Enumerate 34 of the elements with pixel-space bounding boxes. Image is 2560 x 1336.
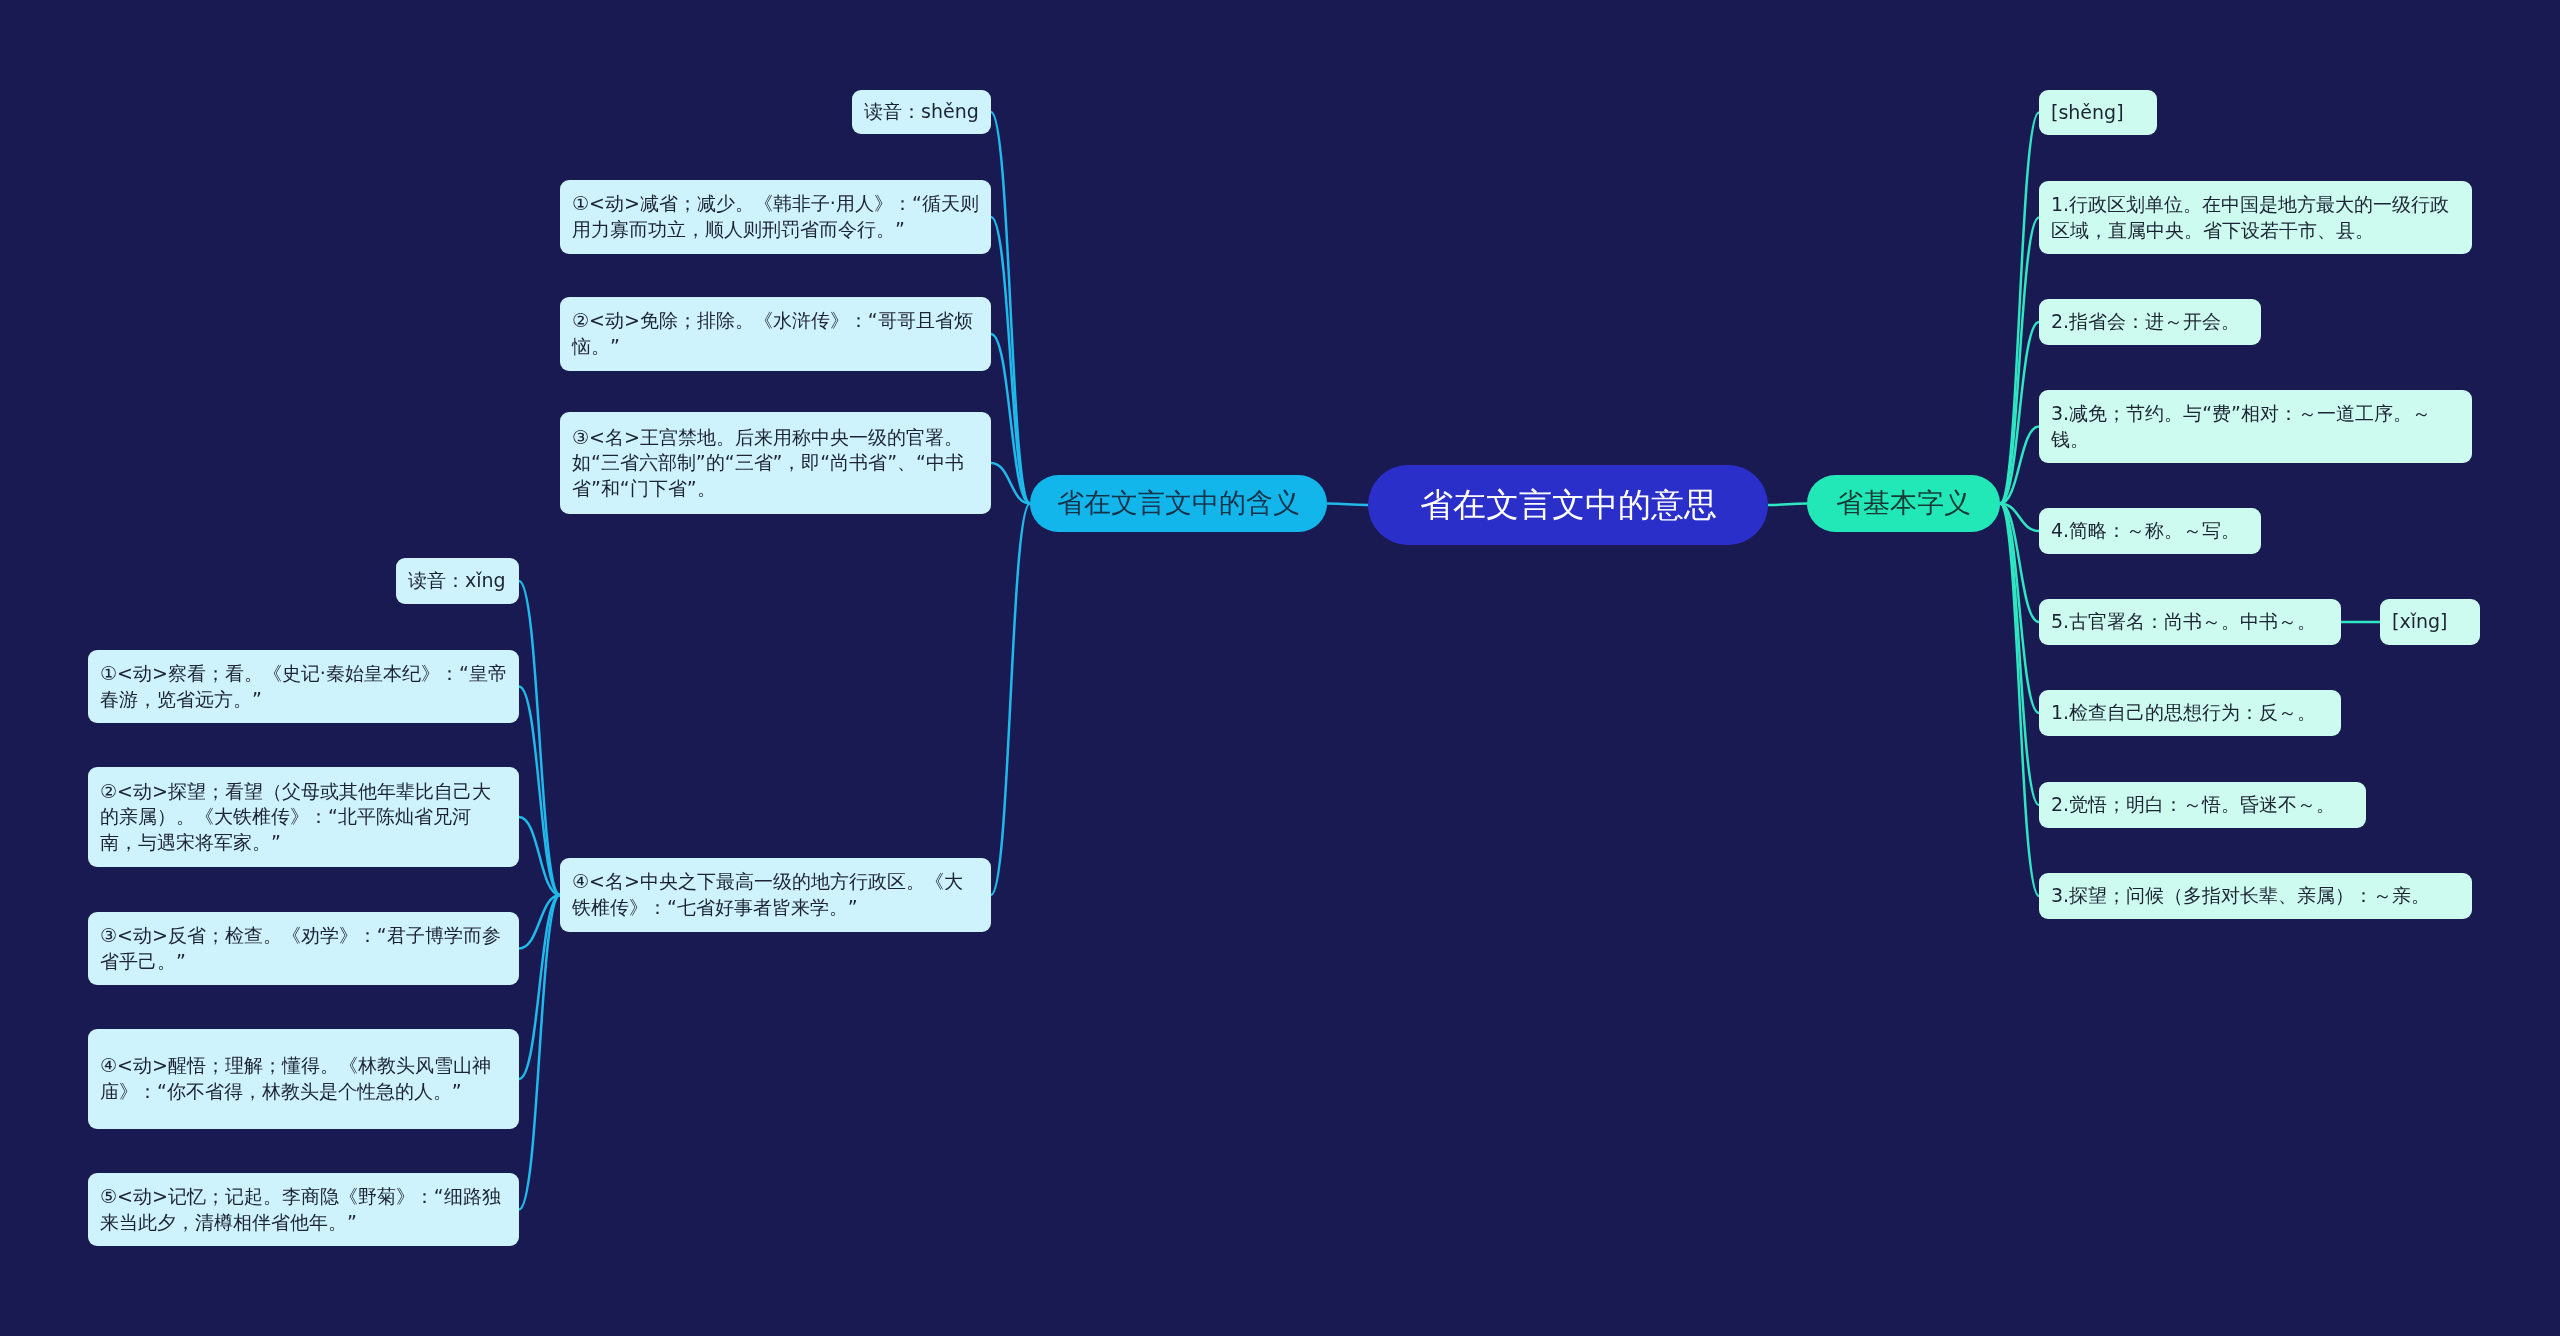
subtopic-box: ②<动>免除；排除。《水浒传》：“哥哥且省烦恼。” — [560, 297, 991, 371]
subtopic-box: 5.古官署名：尚书～。中书～。 — [2039, 599, 2341, 645]
branch-topic: 省基本字义 — [1807, 475, 2000, 532]
subtopic-box: ⑤<动>记忆；记起。李商隐《野菊》：“细路独来当此夕，清樽相伴省他年。” — [88, 1173, 519, 1246]
connector-line — [990, 216, 1031, 505]
subtopic-box: ①<动>察看；看。《史记·秦始皇本纪》：“皇帝春游，览省远方。” — [88, 650, 519, 723]
connector-line — [1327, 502, 1368, 507]
subtopic-box: 1.检查自己的思想行为：反～。 — [2039, 690, 2341, 736]
connector-line — [990, 461, 1031, 505]
branch-topic: 省在文言文中的含义 — [1030, 475, 1327, 532]
subtopic-box: 3.探望；问候（多指对长辈、亲属）：～亲。 — [2039, 873, 2472, 919]
subtopic-box: [shěng] — [2039, 90, 2157, 135]
connector-line — [2341, 620, 2380, 624]
connector-line — [518, 894, 561, 1211]
subtopic-box: [xǐng] — [2380, 599, 2480, 645]
connector-line — [518, 580, 561, 896]
subtopic-box: 2.觉悟；明白：～悟。昏迷不～。 — [2039, 782, 2366, 828]
connector-line — [1768, 502, 1807, 507]
subtopic-box: ①<动>减省；减少。《韩非子·用人》：“循天则用力寡而功立，顺人则刑罚省而令行。” — [560, 180, 991, 254]
subtopic-box: 读音：xǐng — [396, 558, 519, 604]
subtopic-box: ②<动>探望；看望（父母或其他年辈比自己大的亲属）。《大铁椎传》：“北平陈灿省兄河南，与遇宋将军家。” — [88, 767, 519, 867]
subtopic-box: 4.简略：～称。～写。 — [2039, 508, 2261, 554]
subtopic-box: 2.指省会：进～开会。 — [2039, 299, 2261, 345]
subtopic-box: 3.减免；节约。与“费”相对：～一道工序。～钱。 — [2039, 390, 2472, 463]
subtopic-box: 读音：shěng — [852, 90, 991, 134]
subtopic-box: ③<名>王宫禁地。后来用称中央一级的官署。如“三省六部制”的“三省”，即“尚书省”、“中书省”和“门下省”。 — [560, 412, 991, 514]
subtopic-box: ③<动>反省；检查。《劝学》：“君子博学而参省乎己。” — [88, 912, 519, 985]
central-topic: 省在文言文中的意思 — [1368, 465, 1768, 545]
connector-line — [989, 502, 1032, 896]
subtopic-box: ④<名>中央之下最高一级的地方行政区。《大铁椎传》：“七省好事者皆来学。” — [560, 858, 991, 932]
connector-line — [1999, 216, 2040, 505]
subtopic-box: ④<动>醒悟；理解；懂得。《林教头风雪山神庙》：“你不省得，林教头是个性急的人。” — [88, 1029, 519, 1129]
connector-line — [1998, 502, 2041, 897]
subtopic-box: 1.行政区划单位。在中国是地方最大的一级行政区域，直属中央。省下设若干市、县。 — [2039, 181, 2472, 254]
